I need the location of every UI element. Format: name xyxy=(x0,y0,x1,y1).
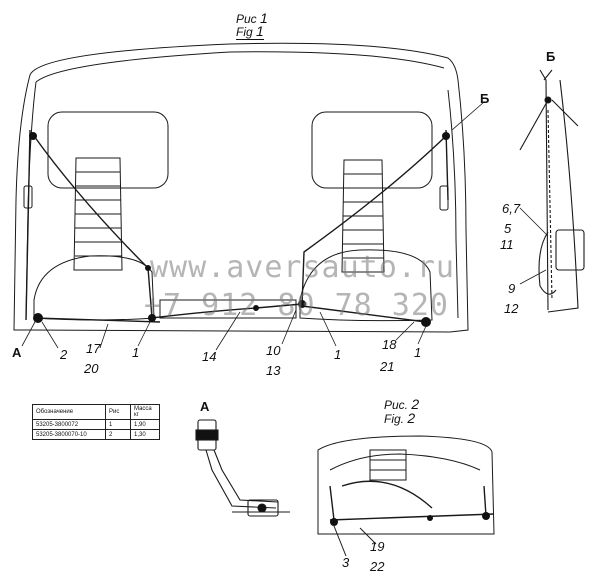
view-b-title: Б xyxy=(546,49,556,64)
right-window xyxy=(311,111,433,189)
callout-leaders xyxy=(21,101,549,351)
fig2-caption-ru: Рис. 2 xyxy=(384,396,420,412)
table-row: 53205-3800070-10 2 1,30 xyxy=(32,429,160,440)
fig1-caption-en: Fig 1 xyxy=(236,23,264,40)
view-a-title: А xyxy=(200,399,210,414)
callout-17: 17 xyxy=(86,341,101,356)
callout-21: 21 xyxy=(380,359,395,374)
cab-right-pillar xyxy=(449,79,469,333)
callout-20: 20 xyxy=(84,361,99,376)
callout-2: 2 xyxy=(60,347,68,362)
fig1-caption-en-text: Fig xyxy=(236,25,253,39)
view-a-detail xyxy=(195,419,290,517)
row-mass: 1,30 xyxy=(130,429,160,440)
callout-22: 22 xyxy=(370,559,385,574)
fig1-caption-ru: Рис 1 xyxy=(236,10,268,26)
callout-18: 18 xyxy=(382,337,397,352)
cab-floor-line xyxy=(27,329,451,333)
right-seat-back xyxy=(341,159,385,273)
cab-roof-inner xyxy=(35,51,445,83)
callout-13: 13 xyxy=(266,363,281,378)
fig2-caption-en: Fig. 2 xyxy=(384,410,416,426)
fig2-number: 2 xyxy=(411,396,420,412)
watermark-site: www.aversauto.ru xyxy=(150,250,455,285)
fig2-number-en: 2 xyxy=(407,410,416,426)
view-b-detail xyxy=(519,69,585,313)
callout-5: 5 xyxy=(504,221,512,236)
center-cushion xyxy=(159,299,297,319)
view-b-marker: Б xyxy=(480,91,490,106)
callout-6-7: 6,7 xyxy=(502,201,521,216)
table-row: 53205-3800072 1 1,90 xyxy=(32,419,160,430)
callout-10: 10 xyxy=(266,343,281,358)
callout-11: 11 xyxy=(500,237,514,252)
header-mass: Масса кг xyxy=(130,404,160,420)
row-fig: 1 xyxy=(105,419,131,430)
callout-1-left: 1 xyxy=(132,345,140,360)
left-retractor xyxy=(23,185,33,209)
left-seat-belt xyxy=(25,129,161,323)
callout-14: 14 xyxy=(202,349,217,364)
header-fig: Рис xyxy=(105,404,131,420)
cab-left-pillar-inner xyxy=(25,81,37,321)
center-belt xyxy=(151,303,303,319)
fig2-drawing xyxy=(317,435,495,557)
left-window xyxy=(47,111,169,189)
parts-table: Обозначение Рис Масса кг 53205-3800072 1… xyxy=(32,404,160,440)
row-designation: 53205-3800070-10 xyxy=(32,429,106,440)
callout-a: А xyxy=(12,345,22,360)
anchor-points xyxy=(29,132,450,327)
row-fig: 2 xyxy=(105,429,131,440)
fig2-caption-ru-text: Рис. xyxy=(384,398,409,412)
fig1-caption-ru-text: Рис xyxy=(236,12,257,26)
cab-roof-outline xyxy=(29,42,459,81)
right-retractor xyxy=(439,185,449,211)
right-seat-cushion xyxy=(299,249,433,322)
callout-9: 9 xyxy=(508,281,516,296)
callout-19: 19 xyxy=(370,539,385,554)
parts-table-header: Обозначение Рис Масса кг xyxy=(32,404,160,420)
callout-1-right: 1 xyxy=(414,345,422,360)
left-seat-back xyxy=(73,157,123,271)
cab-right-pillar-inner xyxy=(447,89,459,319)
watermark-phone: +7 912 80 78 320 xyxy=(144,288,449,323)
callout-1-center: 1 xyxy=(334,347,342,362)
header-designation: Обозначение xyxy=(32,404,106,420)
fig2-caption-en-text: Fig. xyxy=(384,412,405,426)
row-designation: 53205-3800072 xyxy=(32,419,106,430)
fig1-number-en: 1 xyxy=(256,23,264,39)
callout-3: 3 xyxy=(342,555,350,570)
callout-12: 12 xyxy=(504,301,519,316)
cab-left-pillar xyxy=(13,74,31,331)
fig1-number: 1 xyxy=(260,10,268,26)
left-seat-cushion xyxy=(33,255,155,321)
row-mass: 1,90 xyxy=(130,419,160,430)
